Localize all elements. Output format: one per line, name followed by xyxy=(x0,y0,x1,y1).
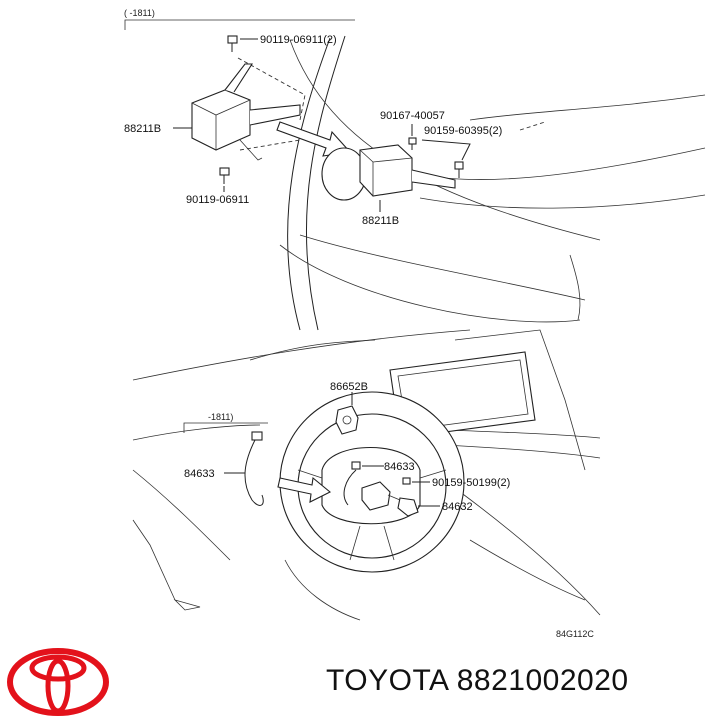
leader-dashed-1 xyxy=(237,57,306,121)
bumper-outline-1 xyxy=(287,37,331,331)
bumper-contour-5 xyxy=(419,194,706,209)
top-section: ( -1811) 90119-06911(2) xyxy=(124,8,706,331)
bottom-range-bracket xyxy=(183,422,268,433)
label-screw-a: 90167-40057 xyxy=(380,110,445,122)
dash-panel-outline xyxy=(454,329,586,471)
dash-line-10 xyxy=(444,444,601,459)
brand-part-number: TOYOTA 8821002020 xyxy=(326,664,629,697)
dash-line-9 xyxy=(444,429,601,439)
wire-harness-left xyxy=(244,431,264,506)
top-range-bracket xyxy=(124,19,355,30)
dash-line-4 xyxy=(132,469,231,561)
bolt-icon-right xyxy=(454,161,464,178)
toyota-logo xyxy=(7,648,109,716)
label-switch-part: 84632 xyxy=(442,501,473,513)
label-screw-c: 90159-50199(2) xyxy=(432,477,510,489)
bottom-section: -1811) 84633 86652B 84633 xyxy=(132,329,601,639)
dash-line-6 xyxy=(284,559,361,621)
label-harness-left: 84633 xyxy=(184,468,215,480)
label-sensor-left: 88211B xyxy=(124,123,161,135)
bolt-icon-lower xyxy=(219,167,230,184)
label-switch-pad: 86652B xyxy=(330,381,368,393)
leader-dashed-2 xyxy=(239,139,301,151)
dash-line-1 xyxy=(132,329,471,381)
label-screw-b: 90159-60395(2) xyxy=(424,125,502,137)
screw-icon xyxy=(408,137,417,150)
screw-icon-bottom xyxy=(402,477,411,485)
arrow-icon-bottom xyxy=(277,476,332,503)
steering-switch xyxy=(361,481,419,517)
figure-code: 84G112C xyxy=(556,629,594,639)
bolt-icon xyxy=(227,35,238,52)
bumper-contour-7 xyxy=(469,94,706,121)
label-sensor-right: 88211B xyxy=(362,215,399,227)
vent-shape xyxy=(173,599,201,611)
dash-line-2 xyxy=(249,339,376,361)
bumper-contour-3 xyxy=(279,244,581,323)
wire-harness-right xyxy=(343,461,361,506)
dash-line-3 xyxy=(132,424,261,441)
dash-line-8 xyxy=(469,539,586,601)
label-bolt-b: 90119-06911 xyxy=(186,194,249,206)
radar-sensor-left xyxy=(191,63,301,161)
label-harness-right: 84633 xyxy=(384,461,415,473)
label-bolt-a: 90119-06911(2) xyxy=(260,34,337,46)
leader-screw-b xyxy=(421,139,471,161)
bumper-contour-2 xyxy=(299,234,586,301)
bumper-contour-6 xyxy=(569,254,581,321)
dash-line-5 xyxy=(132,519,176,601)
leader-dashed-3 xyxy=(519,121,546,131)
radar-sensor-right xyxy=(321,144,456,201)
top-range-label: ( -1811) xyxy=(124,8,155,18)
switch-pad xyxy=(335,405,359,435)
bumper-outline-2 xyxy=(305,35,346,331)
bottom-range-label: -1811) xyxy=(208,412,233,422)
